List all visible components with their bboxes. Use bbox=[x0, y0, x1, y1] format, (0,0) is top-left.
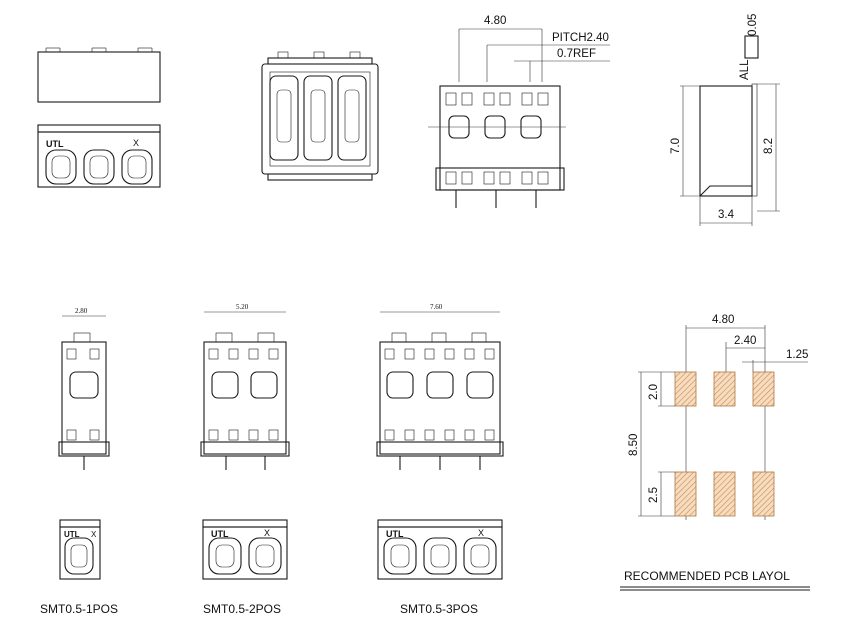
pcb-dim-pad-width: 1.25 bbox=[786, 349, 808, 361]
plan-bottom-pins bbox=[445, 171, 549, 185]
pcb-dim-pad-bottom: 2.5 bbox=[648, 487, 660, 503]
pcb-dim-total: 4.80 bbox=[712, 314, 734, 326]
variant-2pos-plan: 5.20 bbox=[200, 303, 290, 470]
variant-3pos-plan: 7.60 bbox=[376, 303, 504, 470]
pcb-layout: 4.80 2.40 1.25 8.50 2.0 2.5 RECOMMENDED … bbox=[620, 314, 810, 591]
pcb-pad bbox=[752, 471, 775, 517]
variant-3pos-front: UTL X bbox=[377, 519, 503, 580]
variant-2pos-caption: SMT0.5-2POS bbox=[203, 602, 281, 616]
pcb-dim-pad-top: 2.0 bbox=[648, 384, 660, 400]
front-socket-2 bbox=[83, 149, 115, 185]
variant-2pos-brand: UTL bbox=[211, 529, 229, 539]
variant-1pos-caption: SMT0.5-1POS bbox=[40, 602, 118, 616]
dim-depth-label: 3.4 bbox=[718, 209, 735, 221]
side-view: 0.05 ALL 7.0 8.2 3.4 bbox=[670, 14, 780, 226]
pcb-pad bbox=[713, 371, 736, 407]
dim-height-total-label: 8.2 bbox=[763, 138, 775, 154]
dimensioned-plan-view: 4.80 PITCH2.40 0.7REF bbox=[428, 15, 610, 208]
dim-pitch-label: PITCH2.40 bbox=[552, 32, 609, 44]
connector-top-view bbox=[261, 51, 379, 181]
variant-1pos-plan: 2.80 bbox=[58, 307, 110, 470]
variant-1pos-mark: X bbox=[91, 530, 97, 539]
pcb-pads-top bbox=[674, 371, 775, 407]
pcb-layout-title: RECOMMENDED PCB LAYOL bbox=[624, 569, 790, 583]
pcb-dim-span: 8.50 bbox=[628, 434, 640, 456]
plan-top-pins bbox=[445, 92, 549, 106]
pcb-pad bbox=[752, 371, 775, 407]
variant-1pos-brand: UTL bbox=[64, 530, 80, 539]
front-mark-text: X bbox=[133, 138, 139, 148]
variant-1pos-width-dim: 2.80 bbox=[75, 307, 88, 315]
pcb-pad bbox=[674, 471, 697, 517]
pcb-pad bbox=[674, 371, 697, 407]
dim-ref-label: 0.7REF bbox=[557, 48, 596, 60]
flatness-value: 0.05 bbox=[747, 14, 759, 36]
dim-width-label: 4.80 bbox=[484, 15, 506, 27]
flatness-all-label: ALL bbox=[739, 59, 751, 80]
dim-height-body-label: 7.0 bbox=[670, 138, 682, 154]
variant-3pos-caption: SMT0.5-3POS bbox=[400, 602, 478, 616]
pcb-pad bbox=[713, 471, 736, 517]
pcb-dim-pitch: 2.40 bbox=[734, 335, 756, 347]
variant-2pos-width-dim: 5.20 bbox=[236, 303, 249, 311]
variant-3pos-width-dim: 7.60 bbox=[430, 303, 443, 311]
variant-3pos-mark: X bbox=[478, 528, 484, 538]
variant-2pos-mark: X bbox=[264, 528, 270, 538]
front-socket-3 bbox=[121, 149, 153, 185]
variant-3pos-brand: UTL bbox=[386, 529, 404, 539]
variant-1pos-front: UTL X bbox=[59, 519, 101, 580]
front-socket-1 bbox=[45, 149, 77, 185]
front-housing-view: UTL X bbox=[37, 124, 161, 188]
front-brand-text: UTL bbox=[46, 139, 64, 149]
variant-2pos-front: UTL X bbox=[202, 519, 288, 580]
pcb-pads-bottom bbox=[674, 471, 775, 517]
cap-view bbox=[37, 47, 161, 103]
